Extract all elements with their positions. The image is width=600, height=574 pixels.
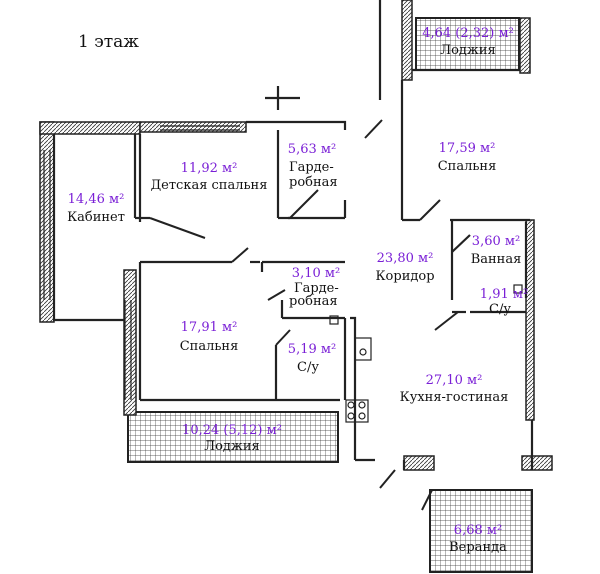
loggia-top-area: [415, 17, 520, 71]
wc-right-name: С/у: [489, 302, 511, 317]
bathroom-area: 3,60 м²: [472, 234, 520, 249]
room-labels: 4,64 (2,32) м² Лоджия 17,59 м² Спальня 1…: [67, 26, 528, 555]
loggia-top-name: Лоджия: [440, 43, 496, 58]
windows: [43, 125, 240, 400]
stove-icon: [345, 399, 369, 423]
wardrobe-mid-name-2: робная: [289, 294, 338, 309]
wardrobe-mid-area: 3,10 м²: [292, 266, 340, 281]
floor-title: 1 этаж: [78, 32, 139, 52]
bedroom-left-name: Спальня: [180, 339, 239, 354]
study-name: Кабинет: [67, 210, 125, 225]
kids-bedroom-name: Детская спальня: [151, 178, 268, 193]
veranda-area-label: 6,68 м²: [454, 523, 502, 538]
wardrobe-top-name-1: Гарде-: [289, 160, 334, 175]
veranda-area: [429, 489, 533, 573]
loggia-bottom-area: [127, 411, 339, 463]
wardrobe-top-name-2: робная: [289, 175, 338, 190]
doors: [149, 119, 459, 511]
wc-left-area: 5,19 м²: [288, 342, 336, 357]
toilet-right-icon: [513, 284, 523, 294]
corridor-name: Коридор: [375, 269, 434, 284]
wc-left-name: С/у: [297, 360, 319, 375]
sink-icon: [354, 337, 372, 361]
loggia-top-area-label: 4,64 (2,32) м²: [422, 26, 514, 41]
kitchen-name: Кухня-гостиная: [400, 390, 509, 405]
bedroom-left-area: 17,91 м²: [181, 320, 238, 335]
wardrobe-mid-name-1: Гарде-: [294, 281, 339, 296]
bedroom-right-area: 17,59 м²: [439, 141, 496, 156]
veranda-name: Веранда: [449, 540, 507, 555]
kids-bedroom-area: 11,92 м²: [181, 161, 238, 176]
study-area: 14,46 м²: [68, 192, 125, 207]
loggia-bottom-name: Лоджия: [204, 439, 260, 454]
toilet-left-icon: [329, 315, 339, 325]
wardrobe-top-area: 5,63 м²: [288, 142, 336, 157]
wc-right-area: 1,91 м²: [480, 287, 528, 302]
corridor-area: 23,80 м²: [377, 251, 434, 266]
fixtures: [329, 284, 523, 423]
kitchen-area: 27,10 м²: [426, 373, 483, 388]
bedroom-right-name: Спальня: [438, 159, 497, 174]
interior-walls: [52, 0, 534, 470]
bathroom-name: Ванная: [471, 252, 522, 267]
loggia-bottom-area-label: 10,24 (5,12) м²: [182, 423, 282, 438]
